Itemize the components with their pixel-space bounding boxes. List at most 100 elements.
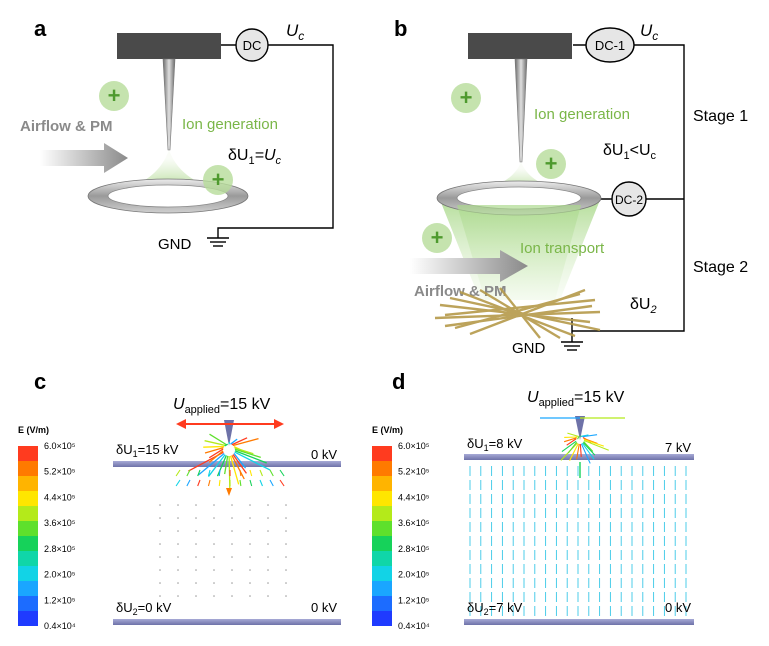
panel-c-vector xyxy=(269,469,274,477)
panel-c-vector-dot xyxy=(231,504,233,506)
panel-c-vector-dot xyxy=(231,595,233,597)
panel-c-vector-dot xyxy=(285,504,287,506)
panel-d-colorbar-swatch xyxy=(372,446,392,461)
panel-c-colorbar-title: E (V/m) xyxy=(18,425,49,435)
svg-text:+: + xyxy=(212,167,225,192)
panel-d-colorbar-swatch xyxy=(372,506,392,521)
panel-c-vector xyxy=(229,455,240,485)
panel-c-colorbar-swatch xyxy=(18,536,38,551)
svg-text:+: + xyxy=(431,225,444,250)
panel-b-ion-1: + xyxy=(451,83,481,113)
panel-b-uc-label: Uc xyxy=(640,21,658,43)
panel-a-airflow-label: Airflow & PM xyxy=(20,118,113,135)
panel-b-dc2-label: DC-2 xyxy=(615,193,643,207)
panel-c: c E (V/m) 6.0×10⁵5.2×10⁵4.4×10⁵3.6×10⁵2.… xyxy=(18,369,341,631)
panel-a-du1-label: δU1=Uc xyxy=(228,147,282,167)
panel-c-vector-dot xyxy=(213,582,215,584)
panel-d-bottom-plate xyxy=(464,619,694,625)
panel-d-colorbar-swatch xyxy=(372,566,392,581)
panel-d-vector xyxy=(583,437,598,444)
panel-d-colorbar-tick: 3.6×10⁵ xyxy=(398,518,430,528)
panel-c-vector xyxy=(279,469,285,477)
panel-c-vector xyxy=(204,440,226,447)
panel-c-colorbar-swatch xyxy=(18,581,38,596)
panel-c-vector-dot xyxy=(159,530,161,532)
svg-text:+: + xyxy=(108,83,121,108)
panel-c-vector xyxy=(239,469,242,477)
panel-d-vector xyxy=(579,443,582,458)
panel-b-cone-lower xyxy=(457,205,581,300)
panel-c-vector xyxy=(207,469,211,477)
panel-c-vector xyxy=(207,479,211,487)
panel-c-colorbar-tick: 2.0×10⁵ xyxy=(44,570,76,580)
panel-d-colorbar-tick: 6.0×10⁵ xyxy=(398,441,430,451)
panel-c-vector-dot xyxy=(285,595,287,597)
panel-c-du1-label: δU1=15 kV xyxy=(116,442,179,459)
panel-c-du2-label: δU2=0 kV xyxy=(116,600,172,617)
panel-a-dc-label: DC xyxy=(243,38,262,53)
panel-b-airflow-arrow xyxy=(410,250,528,282)
panel-d-top-plate xyxy=(464,454,694,460)
panel-c-vector-dot xyxy=(195,530,197,532)
panel-b-du1-label: δU1<Uc xyxy=(603,142,657,162)
panel-d-vector xyxy=(582,442,596,456)
panel-d: d E (V/m) 6.0×10⁵5.2×10⁵4.4×10⁵3.6×10⁵2.… xyxy=(372,369,694,631)
panel-d-vector xyxy=(583,438,604,447)
panel-c-vector xyxy=(233,452,247,469)
panel-c-vector-dot xyxy=(249,595,251,597)
panel-c-vector-dot xyxy=(159,543,161,545)
panel-d-vector xyxy=(566,438,577,446)
panel-c-vector-dot xyxy=(267,504,269,506)
panel-b-ion-transport-label: Ion transport xyxy=(520,240,605,257)
panel-a-ion-2: + xyxy=(203,165,233,195)
panel-c-vector-dot xyxy=(249,556,251,558)
panel-c-vector-dot xyxy=(177,543,179,545)
panel-c-applied-label: Uapplied=15 kV xyxy=(173,396,271,416)
panel-b-ion-3: + xyxy=(422,223,452,253)
panel-d-vector xyxy=(582,434,598,438)
panel-d-vector xyxy=(569,443,579,461)
panel-b-circuit-wire xyxy=(571,44,685,342)
panel-c-vector xyxy=(239,479,242,487)
panel-c-colorbar-swatch xyxy=(18,596,38,611)
panel-d-vector xyxy=(583,441,594,452)
panel-b-needle xyxy=(514,58,528,163)
panel-c-vector xyxy=(208,448,224,459)
panel-d-vector xyxy=(577,435,580,440)
panel-c-vector-dot xyxy=(249,543,251,545)
panel-b-ground-symbol xyxy=(561,341,583,351)
panel-c-colorbar-swatch xyxy=(18,491,38,506)
panel-c-vector-dot xyxy=(231,569,233,571)
panel-c-vector xyxy=(279,479,285,487)
panel-c-colorbar-swatch xyxy=(18,551,38,566)
panel-c-vector xyxy=(175,479,181,487)
panel-c-vector xyxy=(232,438,259,447)
panel-d-colorbar-swatch xyxy=(372,611,392,626)
panel-d-colorbar-tick: 5.2×10⁵ xyxy=(398,467,430,477)
panel-c-vector-dot xyxy=(177,556,179,558)
panel-d-vector xyxy=(567,441,578,454)
panel-c-vector-dot xyxy=(285,582,287,584)
panel-a-ground-symbol xyxy=(207,237,229,247)
panel-b-fiber-filter xyxy=(434,287,601,340)
panel-d-colorbar-swatch xyxy=(372,476,392,491)
panel-d-vector xyxy=(576,443,580,460)
panel-c-vector xyxy=(231,454,245,480)
panel-c-vector-dot xyxy=(249,582,251,584)
panel-a-electrode-bar xyxy=(117,33,221,59)
panel-d-vector xyxy=(561,440,577,452)
panel-c-vector-dot xyxy=(285,556,287,558)
panel-c-vector xyxy=(218,469,221,477)
panel-d-colorbar-swatch xyxy=(372,551,392,566)
panel-d-colorbar-title: E (V/m) xyxy=(372,425,403,435)
panel-d-colorbar-tick: 0.4×10⁴ xyxy=(398,621,430,631)
panel-c-vector xyxy=(223,455,229,475)
panel-c-top-right-label: 0 kV xyxy=(311,447,337,462)
panel-c-vector-dot xyxy=(231,517,233,519)
panel-a-gnd-label: GND xyxy=(158,236,192,253)
panel-c-vector-dot xyxy=(195,595,197,597)
panel-c-vector xyxy=(249,469,253,477)
panel-d-vector xyxy=(581,434,589,437)
panel-c-vector xyxy=(204,447,224,454)
